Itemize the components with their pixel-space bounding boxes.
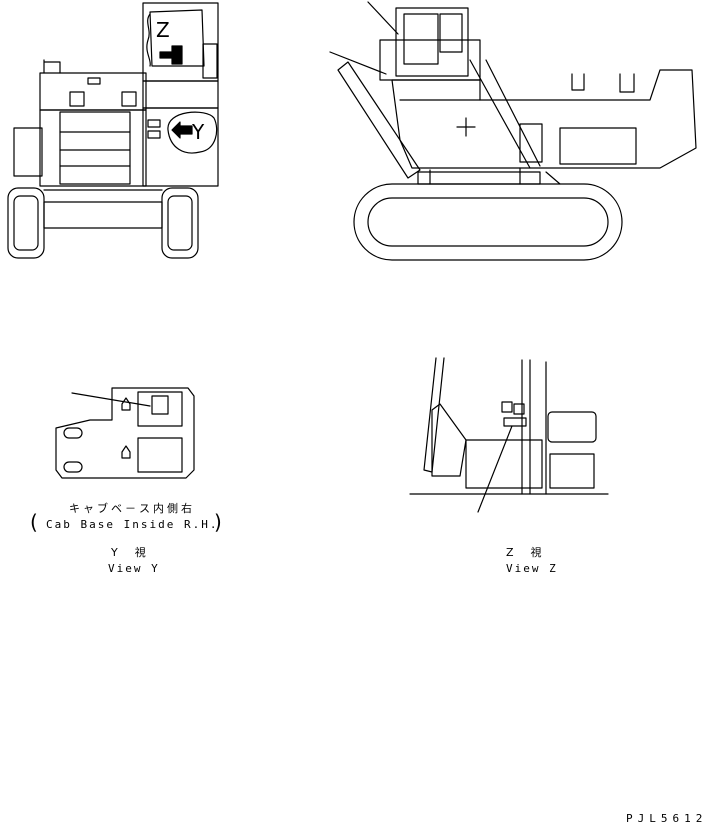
view-y-upper-box (137, 391, 183, 427)
side-carbody (417, 171, 541, 185)
side-access-door (519, 123, 543, 163)
side-cab-window (403, 13, 439, 65)
side-exhaust-stacks (571, 73, 635, 93)
y-marker-label: Y (192, 120, 205, 144)
cab-side-contour (146, 13, 151, 67)
side-upper-structure (391, 69, 697, 169)
front-cab-window (149, 9, 205, 67)
side-cab-window-2 (439, 13, 463, 53)
cab-side-panel (202, 43, 218, 79)
front-track-right-inner (167, 195, 193, 251)
view-z-box (549, 453, 595, 489)
front-main-body (39, 109, 147, 187)
view-z-left-pillar (423, 357, 445, 473)
front-right-body (142, 107, 219, 187)
front-radiator (59, 111, 131, 185)
view-y-fitting-1 (121, 397, 131, 411)
view-y-caption-ja: キャブベ－ス内側右 (69, 502, 195, 515)
view-y-slot-2 (63, 461, 83, 473)
front-undercarriage (43, 201, 163, 229)
view-z-title-en: View Z (506, 562, 558, 575)
view-y-label-plate (151, 395, 169, 415)
view-y-lower-box (137, 437, 183, 473)
side-leader-line-2 (329, 51, 387, 75)
view-z-leader (477, 425, 513, 513)
front-radiator-lines (59, 131, 131, 167)
side-crawler-inner (367, 197, 609, 247)
front-view (7, 2, 219, 259)
side-engine-door (559, 127, 637, 165)
front-light-2 (147, 130, 161, 139)
side-cab-base (379, 39, 481, 81)
view-y-slot-1 (63, 427, 83, 439)
view-z-title-ja: Z 視 (506, 546, 545, 559)
view-z-switch-1 (501, 401, 513, 413)
view-y-title-ja: Y 視 (111, 546, 149, 559)
view-z-detail (409, 357, 609, 513)
close-paren-icon: ) (214, 510, 222, 534)
side-cab (395, 7, 469, 77)
front-top-box (87, 77, 101, 85)
side-view (329, 1, 697, 261)
z-marker-label: Z (156, 18, 170, 42)
view-y-title-en: View Y (108, 562, 160, 575)
side-leader-line-1 (367, 1, 399, 35)
open-paren-icon: ( (30, 510, 38, 534)
view-z-center-post (521, 359, 531, 495)
side-center-mark (456, 117, 476, 137)
y-view-arrow-icon (171, 121, 193, 139)
front-handrail (43, 59, 61, 74)
view-y-detail (55, 387, 195, 479)
view-y-leader (71, 392, 151, 407)
front-cab (142, 2, 219, 82)
front-left-box (13, 127, 43, 177)
view-z-console (465, 439, 543, 489)
view-z-monitor (547, 411, 597, 443)
front-light-1 (147, 119, 161, 128)
boom-cylinder (337, 61, 421, 179)
front-body-right (142, 80, 219, 109)
front-step-left (69, 91, 85, 107)
side-crawler (353, 183, 623, 261)
view-z-seat-back (431, 403, 467, 477)
front-track-left-inner (13, 195, 39, 251)
cab-base-plate (55, 387, 195, 479)
drawing-number: PJL5612 (626, 812, 708, 825)
view-z-switch-2 (513, 403, 525, 415)
z-view-arrow-icon (159, 45, 183, 65)
front-step-right (121, 91, 137, 107)
view-z-switch-3 (503, 417, 527, 427)
view-y-fitting-2 (121, 445, 131, 459)
view-y-caption-en: Cab Base Inside R.H. (46, 518, 219, 531)
